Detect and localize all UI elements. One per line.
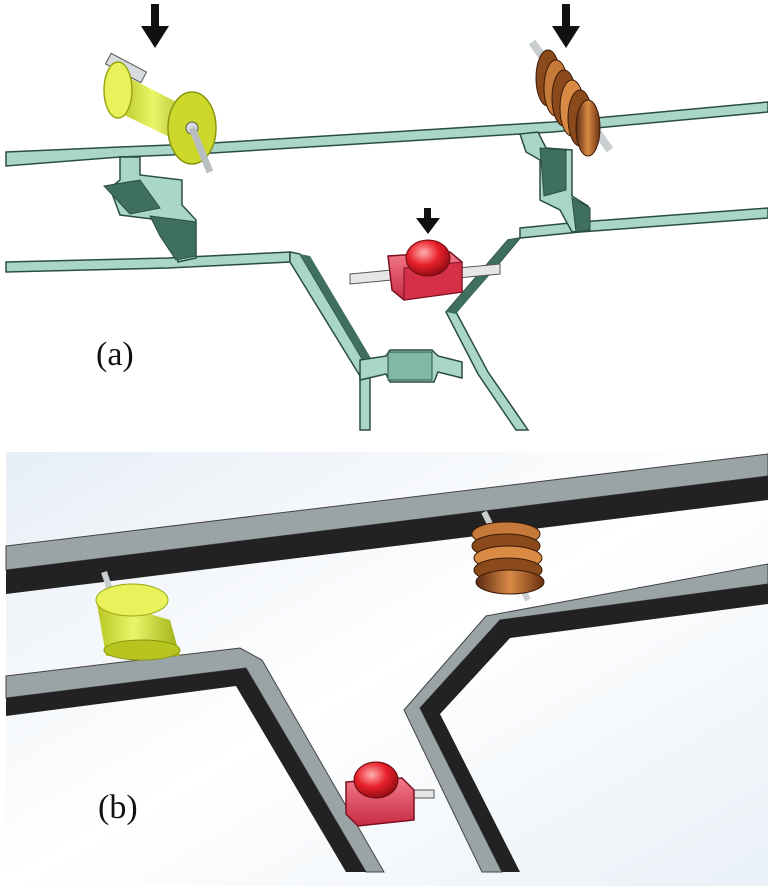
dome-button-component-icon (349, 239, 501, 301)
coil-component-icon (471, 510, 545, 602)
panel-label-b: (b) (98, 789, 138, 826)
cylinder-component-icon (95, 571, 181, 661)
down-arrow-icon (141, 4, 169, 48)
panel-a (5, 4, 768, 431)
top-diagonal-wall (5, 453, 768, 571)
lower-wall-right (519, 207, 768, 239)
cylinder-component-icon (103, 52, 217, 174)
dome-button-component-icon (345, 761, 435, 827)
down-arrow-icon (552, 4, 580, 48)
down-arrow-icon (416, 208, 440, 234)
coil-component-icon (528, 39, 614, 157)
panel-label-a: (a) (96, 336, 134, 373)
panel-b (5, 452, 768, 886)
lower-wall-left (5, 251, 291, 273)
left-diagonal-wall (289, 251, 371, 431)
